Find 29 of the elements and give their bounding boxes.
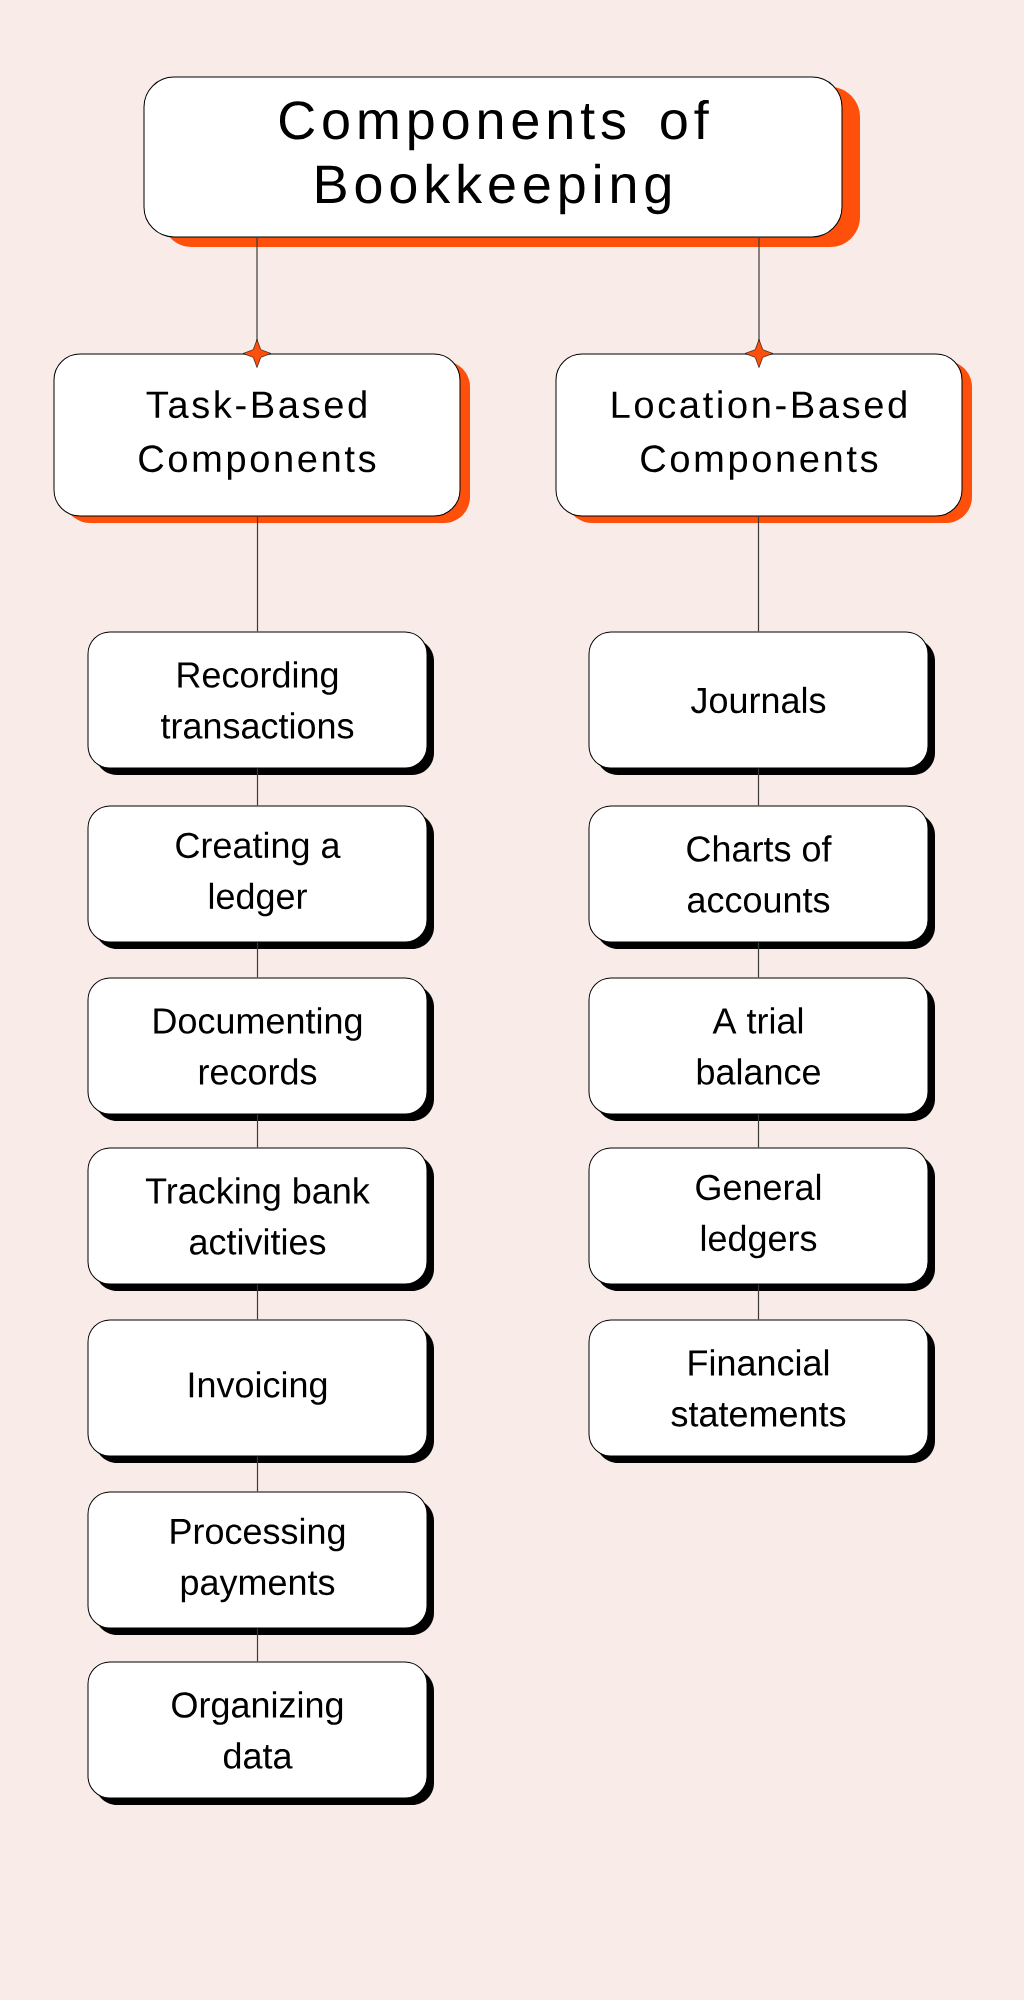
connector-line xyxy=(757,941,760,979)
item-box: Financial statements xyxy=(588,1319,935,1463)
connector-line xyxy=(256,767,259,807)
item-box: A trial balance xyxy=(588,977,935,1121)
item-box: Recording transactions xyxy=(87,631,434,775)
category-box: Task-Based Components xyxy=(53,353,470,523)
connector-line xyxy=(757,515,760,633)
item-box: Journals xyxy=(588,631,935,775)
connector-line xyxy=(757,1283,760,1321)
item-box: Processing payments xyxy=(87,1491,434,1635)
item-box: Invoicing xyxy=(87,1319,434,1463)
connector-line xyxy=(757,1113,760,1149)
connector-line xyxy=(242,236,272,368)
item-box: General ledgers xyxy=(588,1147,935,1291)
connector-line xyxy=(744,236,774,368)
item-box: Tracking bank activities xyxy=(87,1147,434,1291)
connector-line xyxy=(757,767,760,807)
item-box: Organizing data xyxy=(87,1661,434,1805)
connector-line xyxy=(256,1455,259,1493)
connector-line xyxy=(256,1113,259,1149)
item-box: Creating a ledger xyxy=(87,805,434,949)
heading-box: Components of Bookkeeping xyxy=(143,76,860,247)
connector-line xyxy=(256,1283,259,1321)
category-box: Location-Based Components xyxy=(555,353,972,523)
item-box: Documenting records xyxy=(87,977,434,1121)
connector-line xyxy=(256,515,259,633)
connector-line xyxy=(256,941,259,979)
item-box: Charts of accounts xyxy=(588,805,935,949)
connector-line xyxy=(256,1627,259,1663)
